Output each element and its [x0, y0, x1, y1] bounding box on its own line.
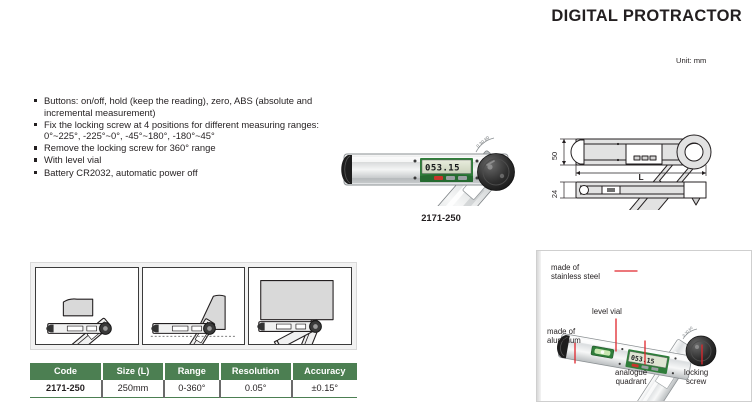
feature-text: With level vial — [44, 154, 102, 166]
drawing-pivot — [676, 134, 712, 170]
dim-length-label: L — [638, 172, 643, 182]
square-bullet-icon — [34, 146, 38, 150]
analogue-quadrant-arc: 0 30 60 — [682, 326, 698, 340]
product-model-caption: 2171-250 — [421, 212, 461, 223]
feature-text: Fix the locking screw at 4 positions for… — [44, 118, 319, 142]
page-title: DIGITAL PROTRACTOR — [551, 7, 742, 25]
callout-level-vial: level vial — [592, 307, 622, 316]
list-item: Remove the locking screw for 360° range — [34, 142, 334, 154]
feature-text: Remove the locking screw for 360° range — [44, 142, 216, 154]
aluminum-body: 053.15 — [557, 333, 693, 380]
svg-text:0 30 60: 0 30 60 — [682, 326, 694, 338]
list-item: Battery CR2032, automatic power off — [34, 167, 334, 179]
square-bullet-icon — [34, 158, 38, 162]
cell-size: 250mm — [101, 379, 166, 398]
feature-text: Buttons: on/off, hold (keep the reading)… — [44, 95, 313, 118]
protractor-illustration: INSIZE 2171-250 053.15 — [341, 135, 515, 206]
unit-label: Unit: mm — [676, 56, 707, 65]
list-item: Buttons: on/off, hold (keep the reading)… — [34, 95, 334, 118]
square-bullet-icon — [34, 99, 38, 103]
square-bullet-icon — [34, 170, 38, 174]
annotated-product-figure: INSIZE 053.15 0 30 60 — [536, 250, 752, 402]
column-header-code: Code — [30, 363, 103, 380]
list-item: Fix the locking screw at 4 positions for… — [34, 119, 334, 142]
table-row: 2171-250 250mm 0-360° 0.05° ±0.15° — [30, 379, 357, 398]
svg-text:0 30 60: 0 30 60 — [475, 135, 490, 149]
application-panel-1 — [35, 267, 139, 345]
feature-text: Battery CR2032, automatic power off — [44, 166, 198, 178]
dim-height-label: 50 — [550, 152, 559, 160]
drawing-top-view — [575, 181, 707, 206]
product-photo: INSIZE 2171-250 053.15 — [338, 26, 544, 206]
feature-list: Buttons: on/off, hold (keep the reading)… — [34, 95, 334, 179]
application-panel-2 — [141, 267, 246, 345]
column-header-accuracy: Accuracy — [291, 363, 357, 380]
column-header-range: Range — [164, 363, 221, 380]
column-header-resolution: Resolution — [219, 363, 293, 380]
dimension-lines — [560, 138, 707, 199]
dim-thickness-label: 24 — [550, 190, 559, 198]
cell-range: 0-360° — [164, 379, 221, 398]
specification-table: Code Size (L) Range Resolution Accuracy … — [30, 363, 357, 398]
list-item: With level vial — [34, 154, 334, 166]
analogue-quadrant: 0 30 60 — [475, 135, 495, 153]
locking-screw-knob — [477, 153, 515, 191]
column-header-size: Size (L) — [101, 363, 166, 380]
lcd-reading: 053.15 — [425, 164, 460, 174]
cell-resolution: 0.05° — [219, 379, 293, 398]
cell-code: 2171-250 — [30, 379, 103, 398]
technical-drawing: 50 24 L — [546, 40, 752, 252]
locking-screw-knob — [685, 335, 717, 367]
square-bullet-icon — [34, 122, 38, 127]
application-panel-3 — [248, 267, 353, 345]
drawing-lower-body — [570, 138, 699, 166]
callout-leader-lines — [574, 270, 703, 365]
application-panel-strip — [30, 262, 357, 350]
table-header-row: Code Size (L) Range Resolution Accuracy — [30, 363, 357, 380]
display-module: 053.15 — [420, 158, 473, 182]
panel-edge-shading — [537, 251, 541, 401]
cell-accuracy: ±0.15° — [291, 379, 357, 398]
